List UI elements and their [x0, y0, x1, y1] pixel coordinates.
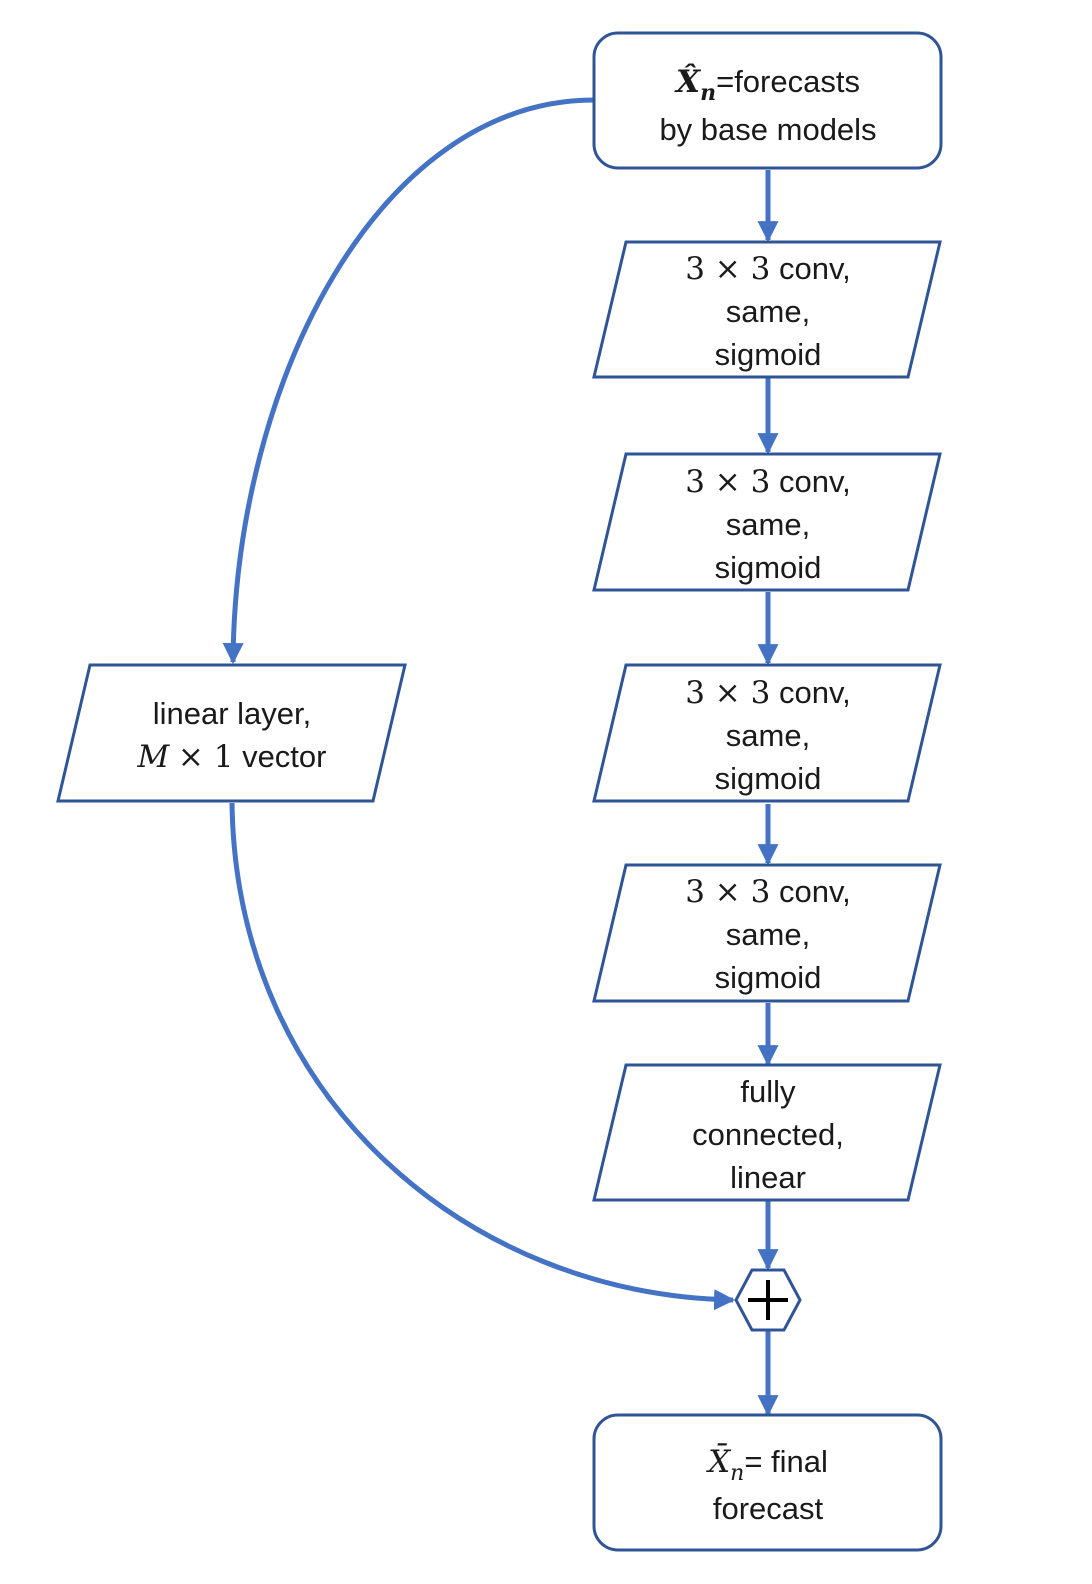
output-node: X̄n= final forecast	[592, 1413, 943, 1552]
conv-2-kernel: 3 × 3	[685, 464, 770, 500]
conv-2-op: conv,	[779, 464, 851, 499]
conv-1-line1: 3 × 3 conv,	[685, 251, 851, 287]
conv-layer-3: 3 × 3 conv, same, sigmoid	[592, 663, 942, 803]
conv-1-op: conv,	[779, 251, 851, 286]
linear-line2: M × 1 vector	[137, 739, 327, 775]
conv-2-activation: sigmoid	[715, 550, 822, 585]
conv-layer-4: 3 × 3 conv, same, sigmoid	[592, 863, 942, 1003]
conv-4-line1: 3 × 3 conv,	[685, 874, 851, 910]
input-node: X̂n=forecasts by base models	[592, 31, 943, 170]
fc-line2: connected,	[692, 1117, 844, 1152]
conv-2-padding: same,	[726, 507, 810, 542]
output-subscript: n	[730, 1461, 744, 1486]
conv-3-kernel: 3 × 3	[685, 675, 770, 711]
conv-4-activation: sigmoid	[715, 960, 822, 995]
conv-layer-2: 3 × 3 conv, same, sigmoid	[592, 452, 942, 592]
conv-3-activation: sigmoid	[715, 761, 822, 796]
linear-suffix: vector	[242, 739, 326, 774]
output-line2: forecast	[713, 1491, 824, 1526]
fc-line1: fully	[740, 1074, 796, 1109]
arrows	[222, 97, 779, 1417]
conv-layer-1: 3 × 3 conv, same, sigmoid	[592, 240, 942, 379]
conv-4-op: conv,	[779, 874, 851, 909]
output-symbol: X̄	[706, 1442, 732, 1480]
input-line2: by base models	[659, 112, 876, 147]
add-node	[734, 1268, 802, 1332]
conv-1-activation: sigmoid	[715, 337, 822, 372]
plus-icon	[748, 1280, 788, 1320]
arrow-input-to-linear	[222, 97, 595, 665]
linear-layer: linear layer, M × 1 vector	[56, 663, 407, 803]
linear-symbol: M	[137, 739, 171, 775]
conv-3-op: conv,	[779, 675, 851, 710]
conv-1-kernel: 3 × 3	[685, 251, 770, 287]
conv-3-padding: same,	[726, 718, 810, 753]
conv-4-kernel: 3 × 3	[685, 874, 770, 910]
conv-2-line1: 3 × 3 conv,	[685, 464, 851, 500]
conv-4-padding: same,	[726, 917, 810, 952]
input-subscript: n	[700, 80, 716, 106]
input-text: =forecasts	[716, 64, 860, 99]
arrow-linear-to-add	[229, 802, 736, 1311]
conv-3-line1: 3 × 3 conv,	[685, 675, 851, 711]
fc-layer: fully connected, linear	[592, 1063, 942, 1202]
input-symbol: X̂	[674, 62, 702, 100]
linear-dims: × 1	[178, 739, 234, 775]
output-line1: X̄n= final	[706, 1442, 828, 1486]
input-line1: X̂n=forecasts	[674, 62, 860, 106]
output-text: = final	[744, 1444, 828, 1479]
fc-line3: linear	[730, 1160, 806, 1195]
linear-line1: linear layer,	[153, 696, 312, 731]
conv-1-padding: same,	[726, 294, 810, 329]
